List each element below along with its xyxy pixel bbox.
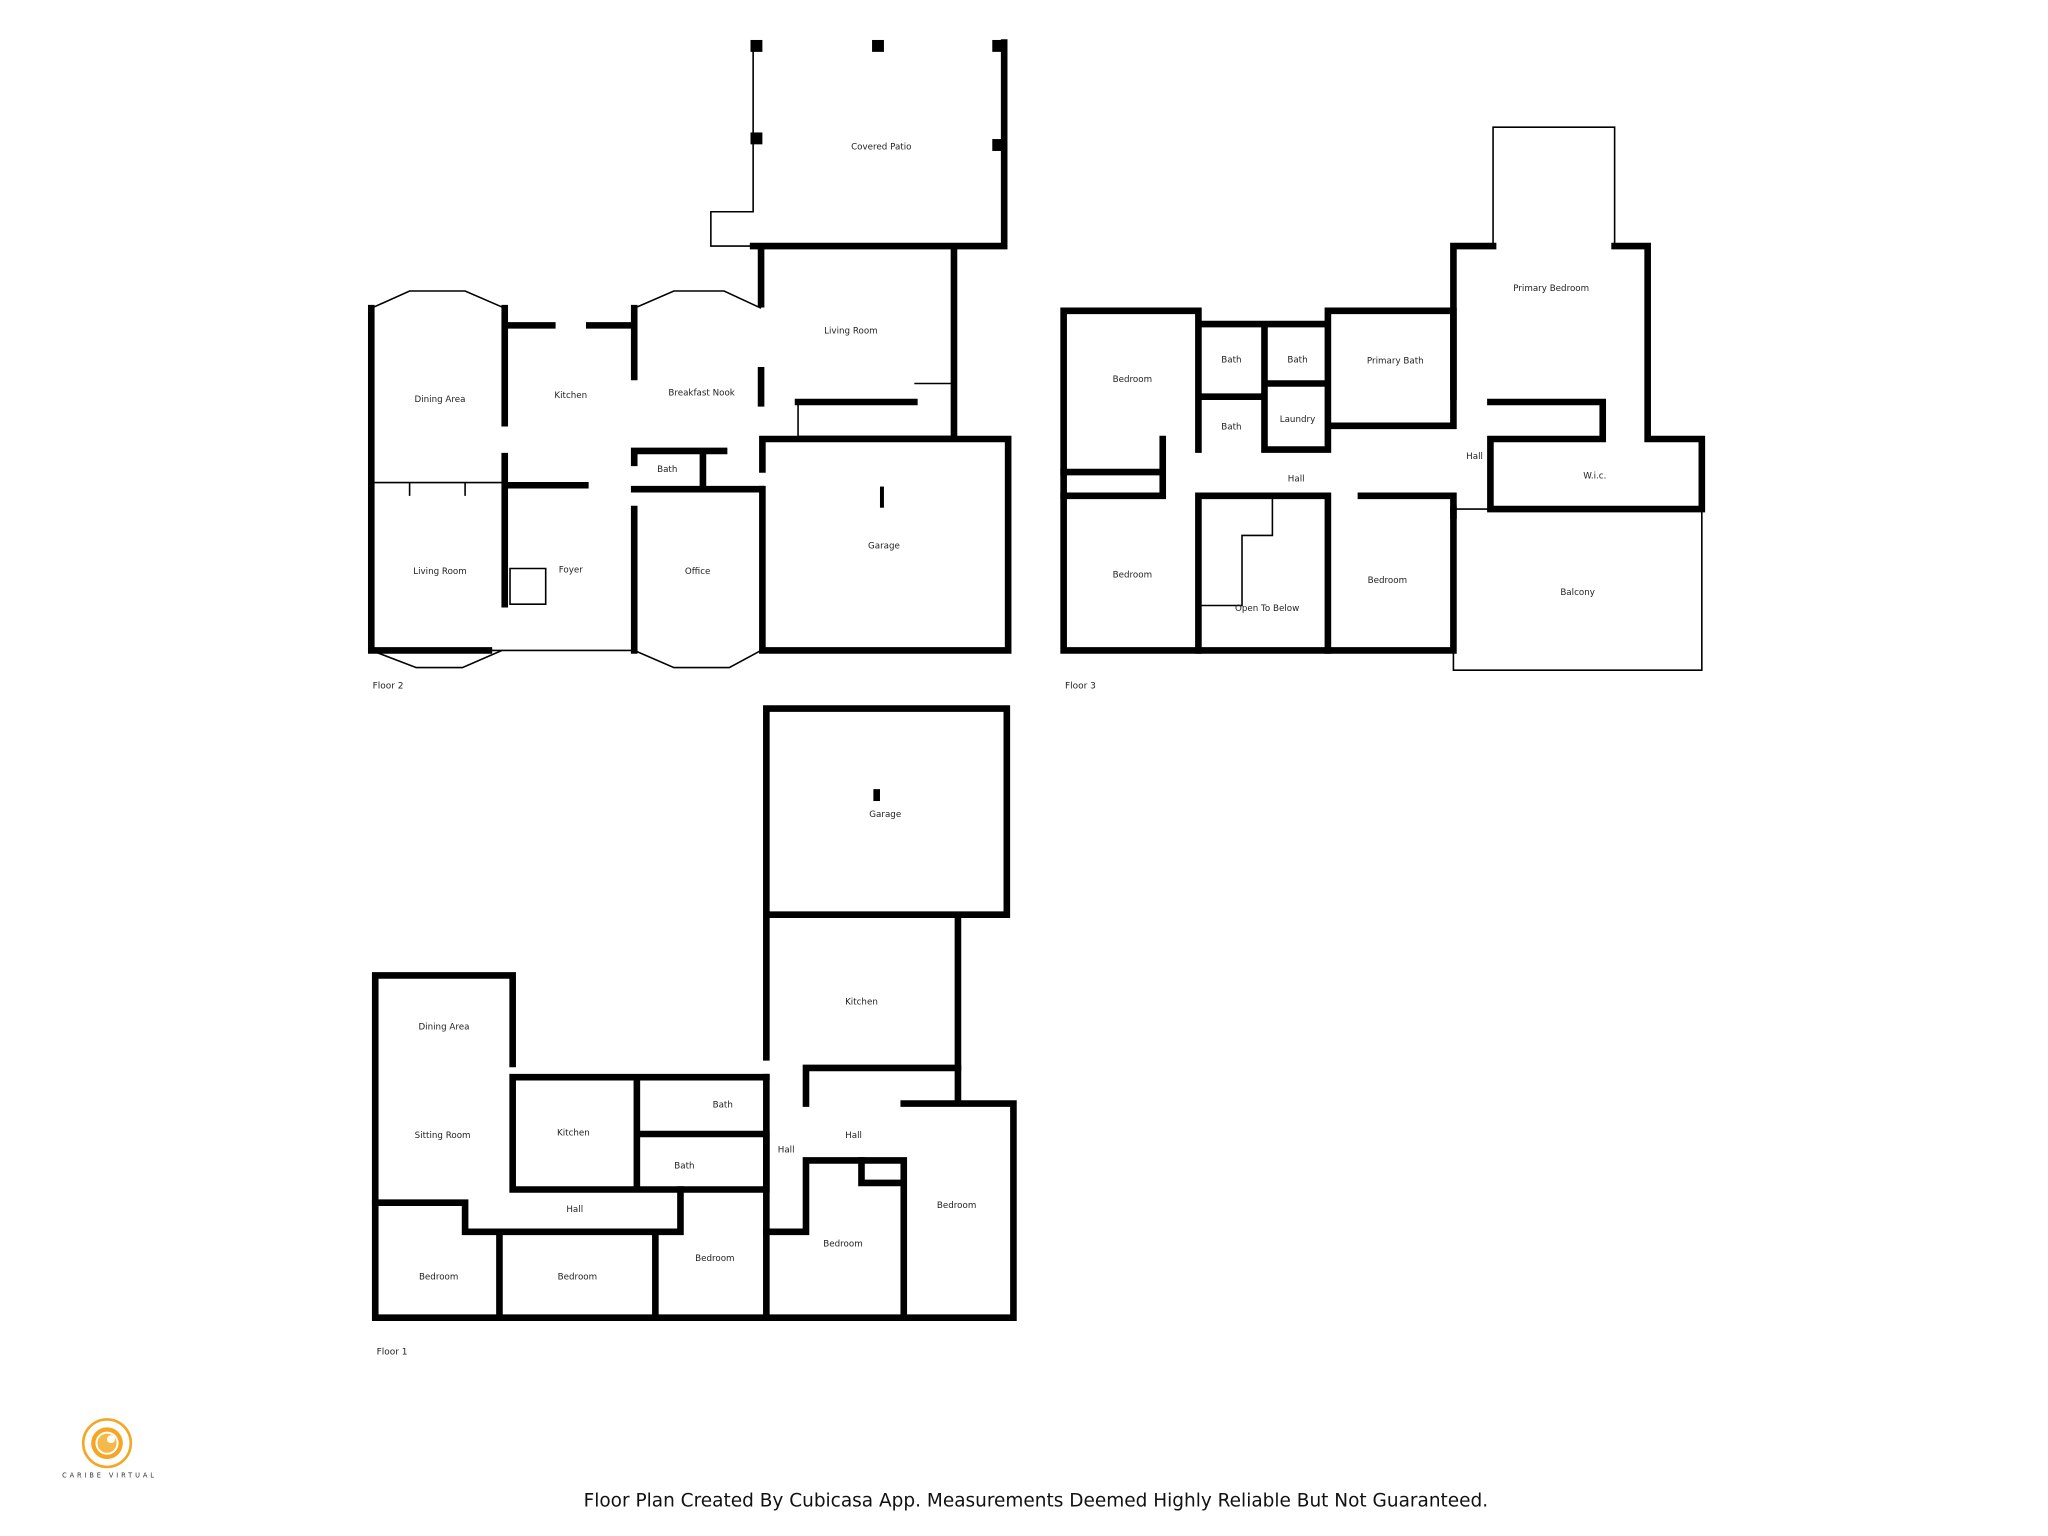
room-label: Living Room bbox=[824, 326, 878, 336]
caribe-virtual-logo bbox=[81, 1418, 133, 1469]
room-label: Bedroom bbox=[1113, 571, 1152, 581]
room-label: Sitting Room bbox=[415, 1131, 471, 1141]
room-label: Bath bbox=[1287, 355, 1307, 365]
room-label: Bath bbox=[674, 1161, 694, 1171]
room-label: Living Room bbox=[413, 567, 467, 577]
room-label: Bath bbox=[657, 465, 677, 475]
room-label: Garage bbox=[868, 542, 900, 552]
room-label: Hall bbox=[778, 1145, 795, 1155]
floor-3-plan bbox=[1060, 126, 1706, 672]
room-label: Hall bbox=[566, 1205, 583, 1215]
room-label: Dining Area bbox=[414, 395, 465, 405]
room-label: Bath bbox=[713, 1101, 733, 1111]
floor-label: Floor 2 bbox=[373, 682, 404, 692]
room-label: Bedroom bbox=[1113, 375, 1152, 385]
room-label: Open To Below bbox=[1235, 604, 1299, 614]
floor-1-plan bbox=[371, 705, 1017, 1321]
room-label: Balcony bbox=[1560, 588, 1595, 598]
footer-disclaimer: Floor Plan Created By Cubicasa App. Meas… bbox=[584, 1491, 1489, 1512]
room-label: Bedroom bbox=[1368, 576, 1407, 586]
room-label: Bedroom bbox=[695, 1254, 734, 1264]
room-label: Primary Bath bbox=[1367, 357, 1424, 367]
room-label: Hall bbox=[845, 1131, 862, 1141]
room-label: Bedroom bbox=[558, 1272, 597, 1282]
room-label: Office bbox=[685, 567, 710, 577]
room-label: Hall bbox=[1288, 474, 1305, 484]
room-label: Kitchen bbox=[554, 391, 587, 401]
logo-brand-text: CARIBE VIRTUAL bbox=[62, 1472, 157, 1480]
room-label: W.i.c. bbox=[1583, 472, 1606, 482]
room-label: Foyer bbox=[559, 565, 584, 575]
floor-label: Floor 3 bbox=[1065, 682, 1096, 692]
floor-2-plan bbox=[367, 39, 1012, 669]
room-label: Hall bbox=[1466, 452, 1483, 462]
room-label: Primary Bedroom bbox=[1513, 284, 1589, 294]
room-label: Garage bbox=[869, 810, 901, 820]
room-label: Bath bbox=[1221, 423, 1241, 433]
room-label: Bath bbox=[1221, 355, 1241, 365]
room-label: Bedroom bbox=[937, 1201, 976, 1211]
room-label: Bedroom bbox=[419, 1272, 458, 1282]
floor-label: Floor 1 bbox=[377, 1348, 408, 1358]
room-label: Kitchen bbox=[557, 1128, 590, 1138]
room-label: Bedroom bbox=[823, 1239, 862, 1249]
room-label: Covered Patio bbox=[851, 143, 911, 153]
room-label: Breakfast Nook bbox=[668, 388, 735, 398]
room-label: Kitchen bbox=[845, 998, 878, 1008]
room-label: Laundry bbox=[1280, 415, 1316, 425]
room-label: Dining Area bbox=[418, 1023, 469, 1033]
